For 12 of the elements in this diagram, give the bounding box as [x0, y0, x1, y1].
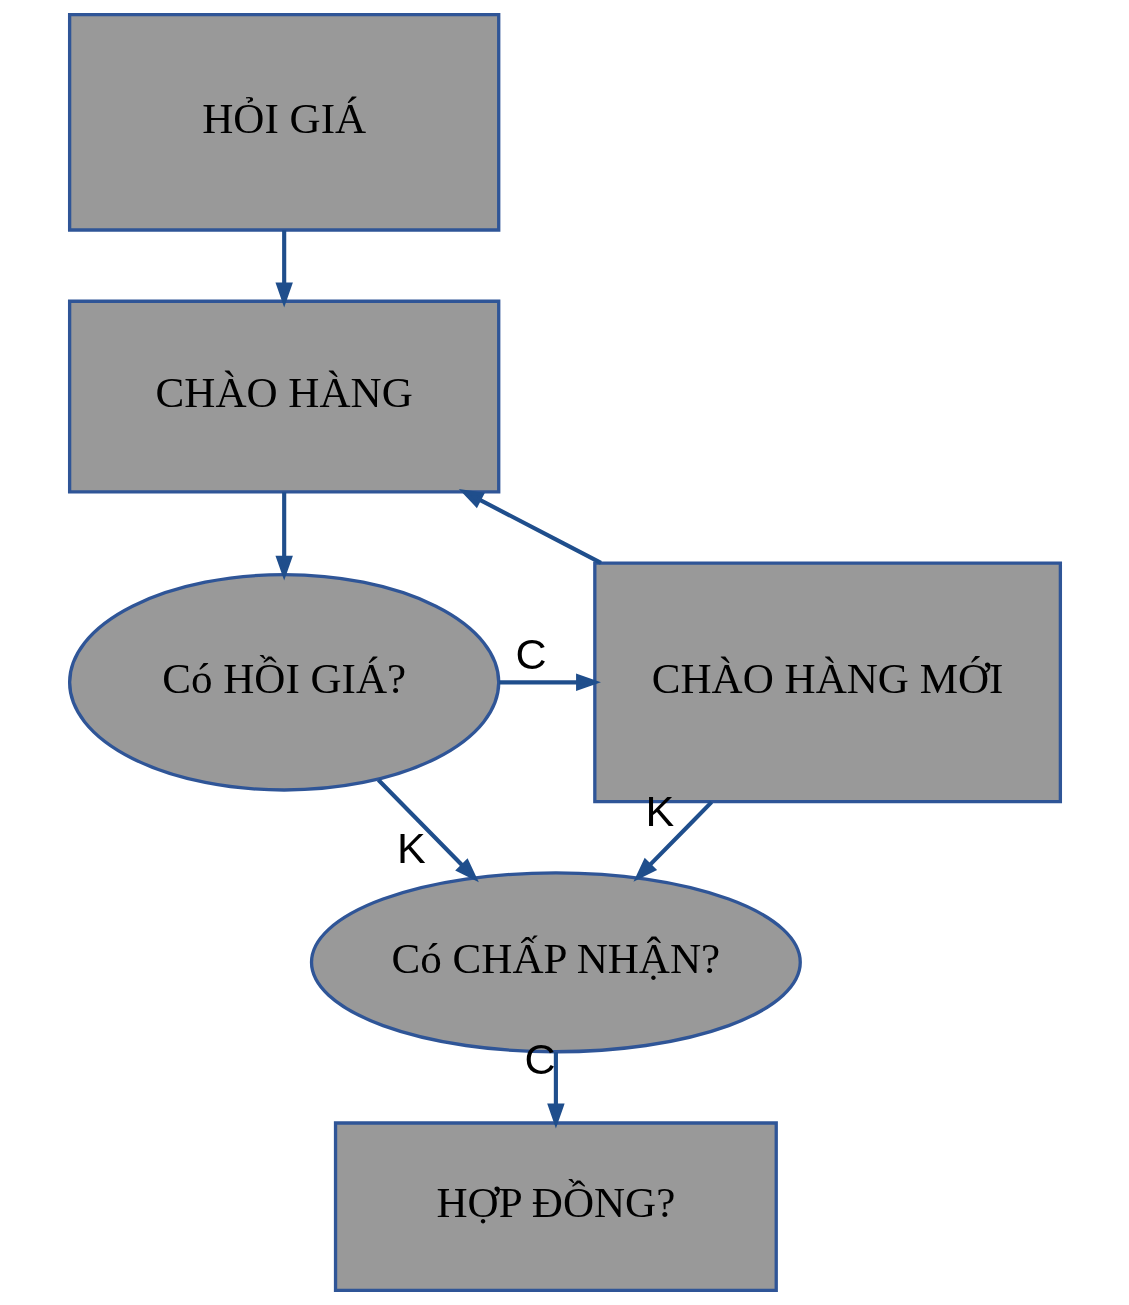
arrow — [274, 230, 293, 308]
arrow — [546, 1052, 565, 1129]
node-ellipse: Có HỒI GIÁ? — [67, 572, 500, 792]
arrow — [376, 778, 479, 883]
node-box: CHÀO HÀNG — [67, 299, 500, 494]
node-box: HỎI GIÁ — [67, 13, 500, 232]
edge-label: C — [515, 629, 547, 678]
arrow — [274, 492, 293, 581]
arrow — [458, 488, 602, 565]
edge-label: K — [396, 824, 426, 873]
arrow — [498, 673, 601, 692]
node-box: HỢP ĐỒNG? — [333, 1121, 778, 1292]
